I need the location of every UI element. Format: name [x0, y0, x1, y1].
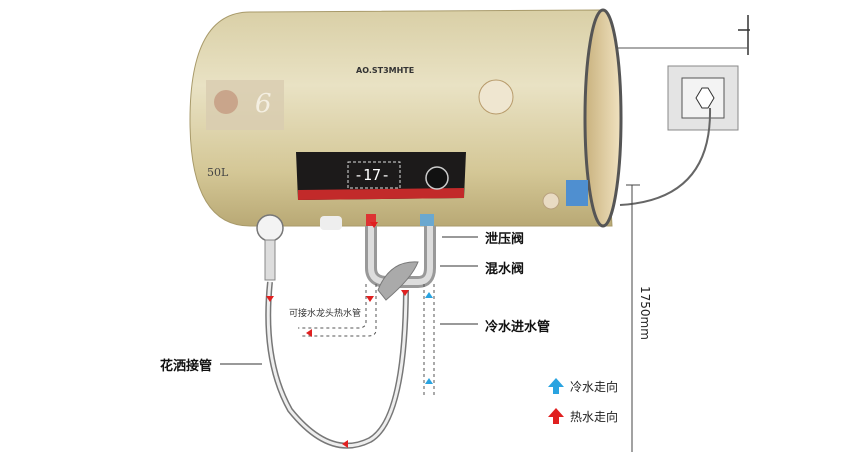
- dimension-label: 1750mm: [638, 286, 652, 340]
- temperature-display: -17-: [354, 166, 391, 184]
- legend-hot: 热水走向: [570, 410, 619, 424]
- energy-label: [566, 180, 588, 206]
- wall-bracket: [738, 15, 750, 55]
- cold-flow-arrows: [425, 292, 433, 384]
- hot-faucet-dashed: [298, 284, 367, 329]
- hot-flow-arrows: [266, 222, 409, 448]
- power-cable: [619, 107, 712, 206]
- label-faucet-hot-pipe: 可接水龙头热水管: [289, 309, 362, 319]
- label-mixing-valve: 混水阀: [485, 262, 525, 277]
- control-panel: [296, 152, 466, 200]
- brand-model: AO.ST3MHTE: [356, 66, 415, 75]
- svg-text:6: 6: [255, 89, 272, 119]
- mixing-valve: [365, 226, 436, 301]
- shower-hose: [256, 214, 409, 449]
- label-relief-valve: 泄压阀: [485, 232, 525, 247]
- led-display: [347, 161, 401, 189]
- cold-inlet-dashed: [423, 284, 435, 396]
- temperature-knob: [425, 166, 449, 190]
- height-dimension: [626, 184, 640, 452]
- capacity-label: 50L: [207, 166, 229, 179]
- label-shower-hose: 花洒接管: [160, 359, 213, 374]
- label-cold-inlet: 冷水进水管: [485, 320, 551, 335]
- award-badge: [478, 79, 514, 115]
- legend-cold: 冷水走向: [570, 380, 619, 394]
- hot-legend-arrow-icon: [548, 408, 564, 424]
- water-heater-tank: 6: [189, 8, 623, 230]
- cold-legend-arrow-icon: [548, 378, 564, 394]
